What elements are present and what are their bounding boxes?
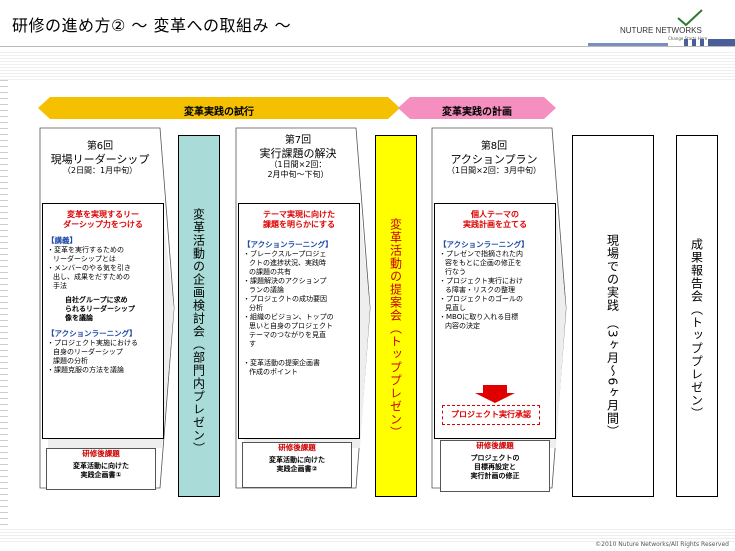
session-name: 現場リーダーシップ [50, 153, 150, 166]
homework-2: 研修後課題 変革活動に向けた 実践企画書② [242, 442, 352, 488]
list-item: ・MBOに取り入れる目標 [439, 313, 519, 321]
list-item: 手法 [53, 282, 67, 290]
list-item: ・プロジェクト実行におけ [439, 277, 523, 285]
header-divider [0, 46, 735, 47]
phase-arrow-trial [38, 97, 400, 119]
session-6-header: 第6回 現場リーダーシップ （2日間：1月中旬） [42, 140, 158, 176]
list-item: ・変革を実行するための [47, 246, 124, 254]
lecture-title: 【講義】 [47, 236, 77, 245]
list-item: テーマのつながりを見直 [249, 331, 326, 339]
homework-label: 研修後課題 [82, 449, 120, 458]
top-presentation-label: 変革活動の提案会（トッププレゼン） [388, 218, 403, 439]
session-7-header: 第7回 実行課題の解決 （1日間×2回： 2月中旬〜下旬） [238, 134, 358, 180]
list-item: 作成のポイント [249, 368, 298, 376]
list-item: ・プロジェクトの成功要因 [243, 295, 327, 303]
copyright-text: ©2010 Nuture Networks/All Rights Reserve… [595, 541, 729, 548]
phase-arrow-plan [398, 97, 556, 119]
list-item: ランの議論 [249, 286, 284, 294]
project-approval-badge: プロジェクト実行承認 [442, 405, 540, 425]
session-7-card: テーマ実現に向けた課題を明らかにする 【アクションラーニング】 ・ブレークスルー… [238, 203, 360, 439]
session-schedule: （1日間×2回： [269, 160, 327, 169]
session-schedule: 2月中旬〜下旬） [267, 170, 329, 179]
list-item: 容をもとに企画の修正を [445, 259, 522, 267]
list-item: ・組織のビジョン、トップの [243, 313, 334, 321]
action-learning-title: 【アクションラーニング】 [47, 329, 137, 338]
list-item: 出し、成果をだすための [53, 273, 130, 281]
session-name: アクションプラン [450, 153, 538, 166]
action-learning-title: 【アクションラーニング】 [439, 240, 529, 249]
down-arrow-icon [475, 385, 515, 403]
action-learning-title: 【アクションラーニング】 [243, 240, 333, 249]
logo-tagline: Change Starts Here [668, 36, 708, 41]
phase-label-plan: 変革実践の計画 [442, 107, 512, 118]
checkmark-logo-icon [677, 9, 703, 27]
list-item: ・メンバーのやる気を引き [47, 264, 131, 272]
session-schedule: （2日間：1月中旬） [62, 166, 138, 175]
homework-1: 研修後課題 変革活動に向けた 実践企画書① [46, 448, 156, 490]
dept-presentation-label: 変革活動の企画検討会（部門内プレゼン） [191, 208, 206, 455]
field-practice-label: 現場での実践 （3ヶ月〜6ヶ月間） [605, 234, 620, 439]
list-item: す [249, 340, 256, 348]
list-item: クトの進捗状況、実践時 [249, 259, 326, 267]
company-logo: NUTURE NETWORKS Change Starts Here [620, 8, 730, 44]
homework-label: 研修後課題 [476, 441, 514, 450]
session-number: 第8回 [480, 141, 508, 152]
list-item: ・プレゼンで指摘された内 [439, 250, 523, 258]
session-8-header: 第8回 アクションプラン （1日間×2回：3月中旬） [434, 140, 554, 176]
list-item: 課題の分析 [53, 357, 88, 365]
report-box: 成果報告会（トッププレゼン） [676, 135, 718, 497]
list-item: ・課題克服の方法を議論 [47, 366, 124, 374]
list-item: 行なう [445, 268, 466, 276]
list-item: 分析 [249, 304, 263, 312]
logo-name: NUTURE NETWORKS [620, 26, 702, 35]
list-item: ・課題解決のアクションプ [243, 277, 327, 285]
card-heading: 個人テーマの実践計画を立てる [463, 210, 527, 229]
list-item: リーダーシップとは [53, 255, 116, 263]
list-item: 思いと自身のプロジェクト [249, 322, 333, 330]
list-item: 内容の決定 [445, 322, 480, 330]
group-discussion: 自社グループに求められるリーダーシップ像を議論 [65, 296, 135, 322]
list-item: の課題の共有 [249, 268, 291, 276]
report-label: 成果報告会（トッププレゼン） [689, 238, 704, 420]
top-presentation-box: 変革活動の提案会（トッププレゼン） [375, 135, 417, 497]
list-item: ・プロジェクト実施における [47, 339, 138, 347]
card-heading: 変革を実現するリーダーシップ力をつける [63, 210, 143, 229]
list-item: ・プロジェクトのゴールの [439, 295, 523, 303]
list-item: 自身のリーダーシップ [53, 348, 123, 356]
card-heading: テーマ実現に向けた課題を明らかにする [262, 210, 336, 229]
footer-stripe [0, 528, 735, 542]
homework-label: 研修後課題 [278, 443, 316, 452]
phase-label-trial: 変革実践の試行 [184, 107, 254, 118]
dept-presentation-box: 変革活動の企画検討会（部門内プレゼン） [178, 135, 220, 497]
session-schedule: （1日間×2回：3月中旬） [447, 166, 541, 175]
list-item: る障害・リスクの整理 [445, 286, 515, 294]
header-stripe [0, 50, 735, 80]
session-name: 実行課題の解決 [259, 147, 337, 160]
list-item: ・変革活動の提案企画書 [243, 359, 320, 367]
page-title: 研修の進め方② 〜 変革への取組み 〜 [12, 16, 292, 35]
left-ruler [0, 80, 8, 525]
homework-3: 研修後課題 プロジェクトの 目標再設定と 実行計画の修正 [440, 440, 550, 492]
session-8-card: 個人テーマの実践計画を立てる 【アクションラーニング】 ・プレゼンで指摘された内… [434, 203, 556, 439]
list-item: ・ブレークスループロジェ [243, 250, 327, 258]
field-practice-box: 現場での実践 （3ヶ月〜6ヶ月間） [572, 135, 654, 497]
session-6-card: 変革を実現するリーダーシップ力をつける 【講義】 ・変革を実行するための リーダ… [42, 203, 164, 439]
list-item: 見直し [445, 304, 466, 312]
header-decoration [588, 39, 735, 46]
session-number: 第6回 [86, 141, 114, 152]
session-number: 第7回 [284, 135, 312, 146]
